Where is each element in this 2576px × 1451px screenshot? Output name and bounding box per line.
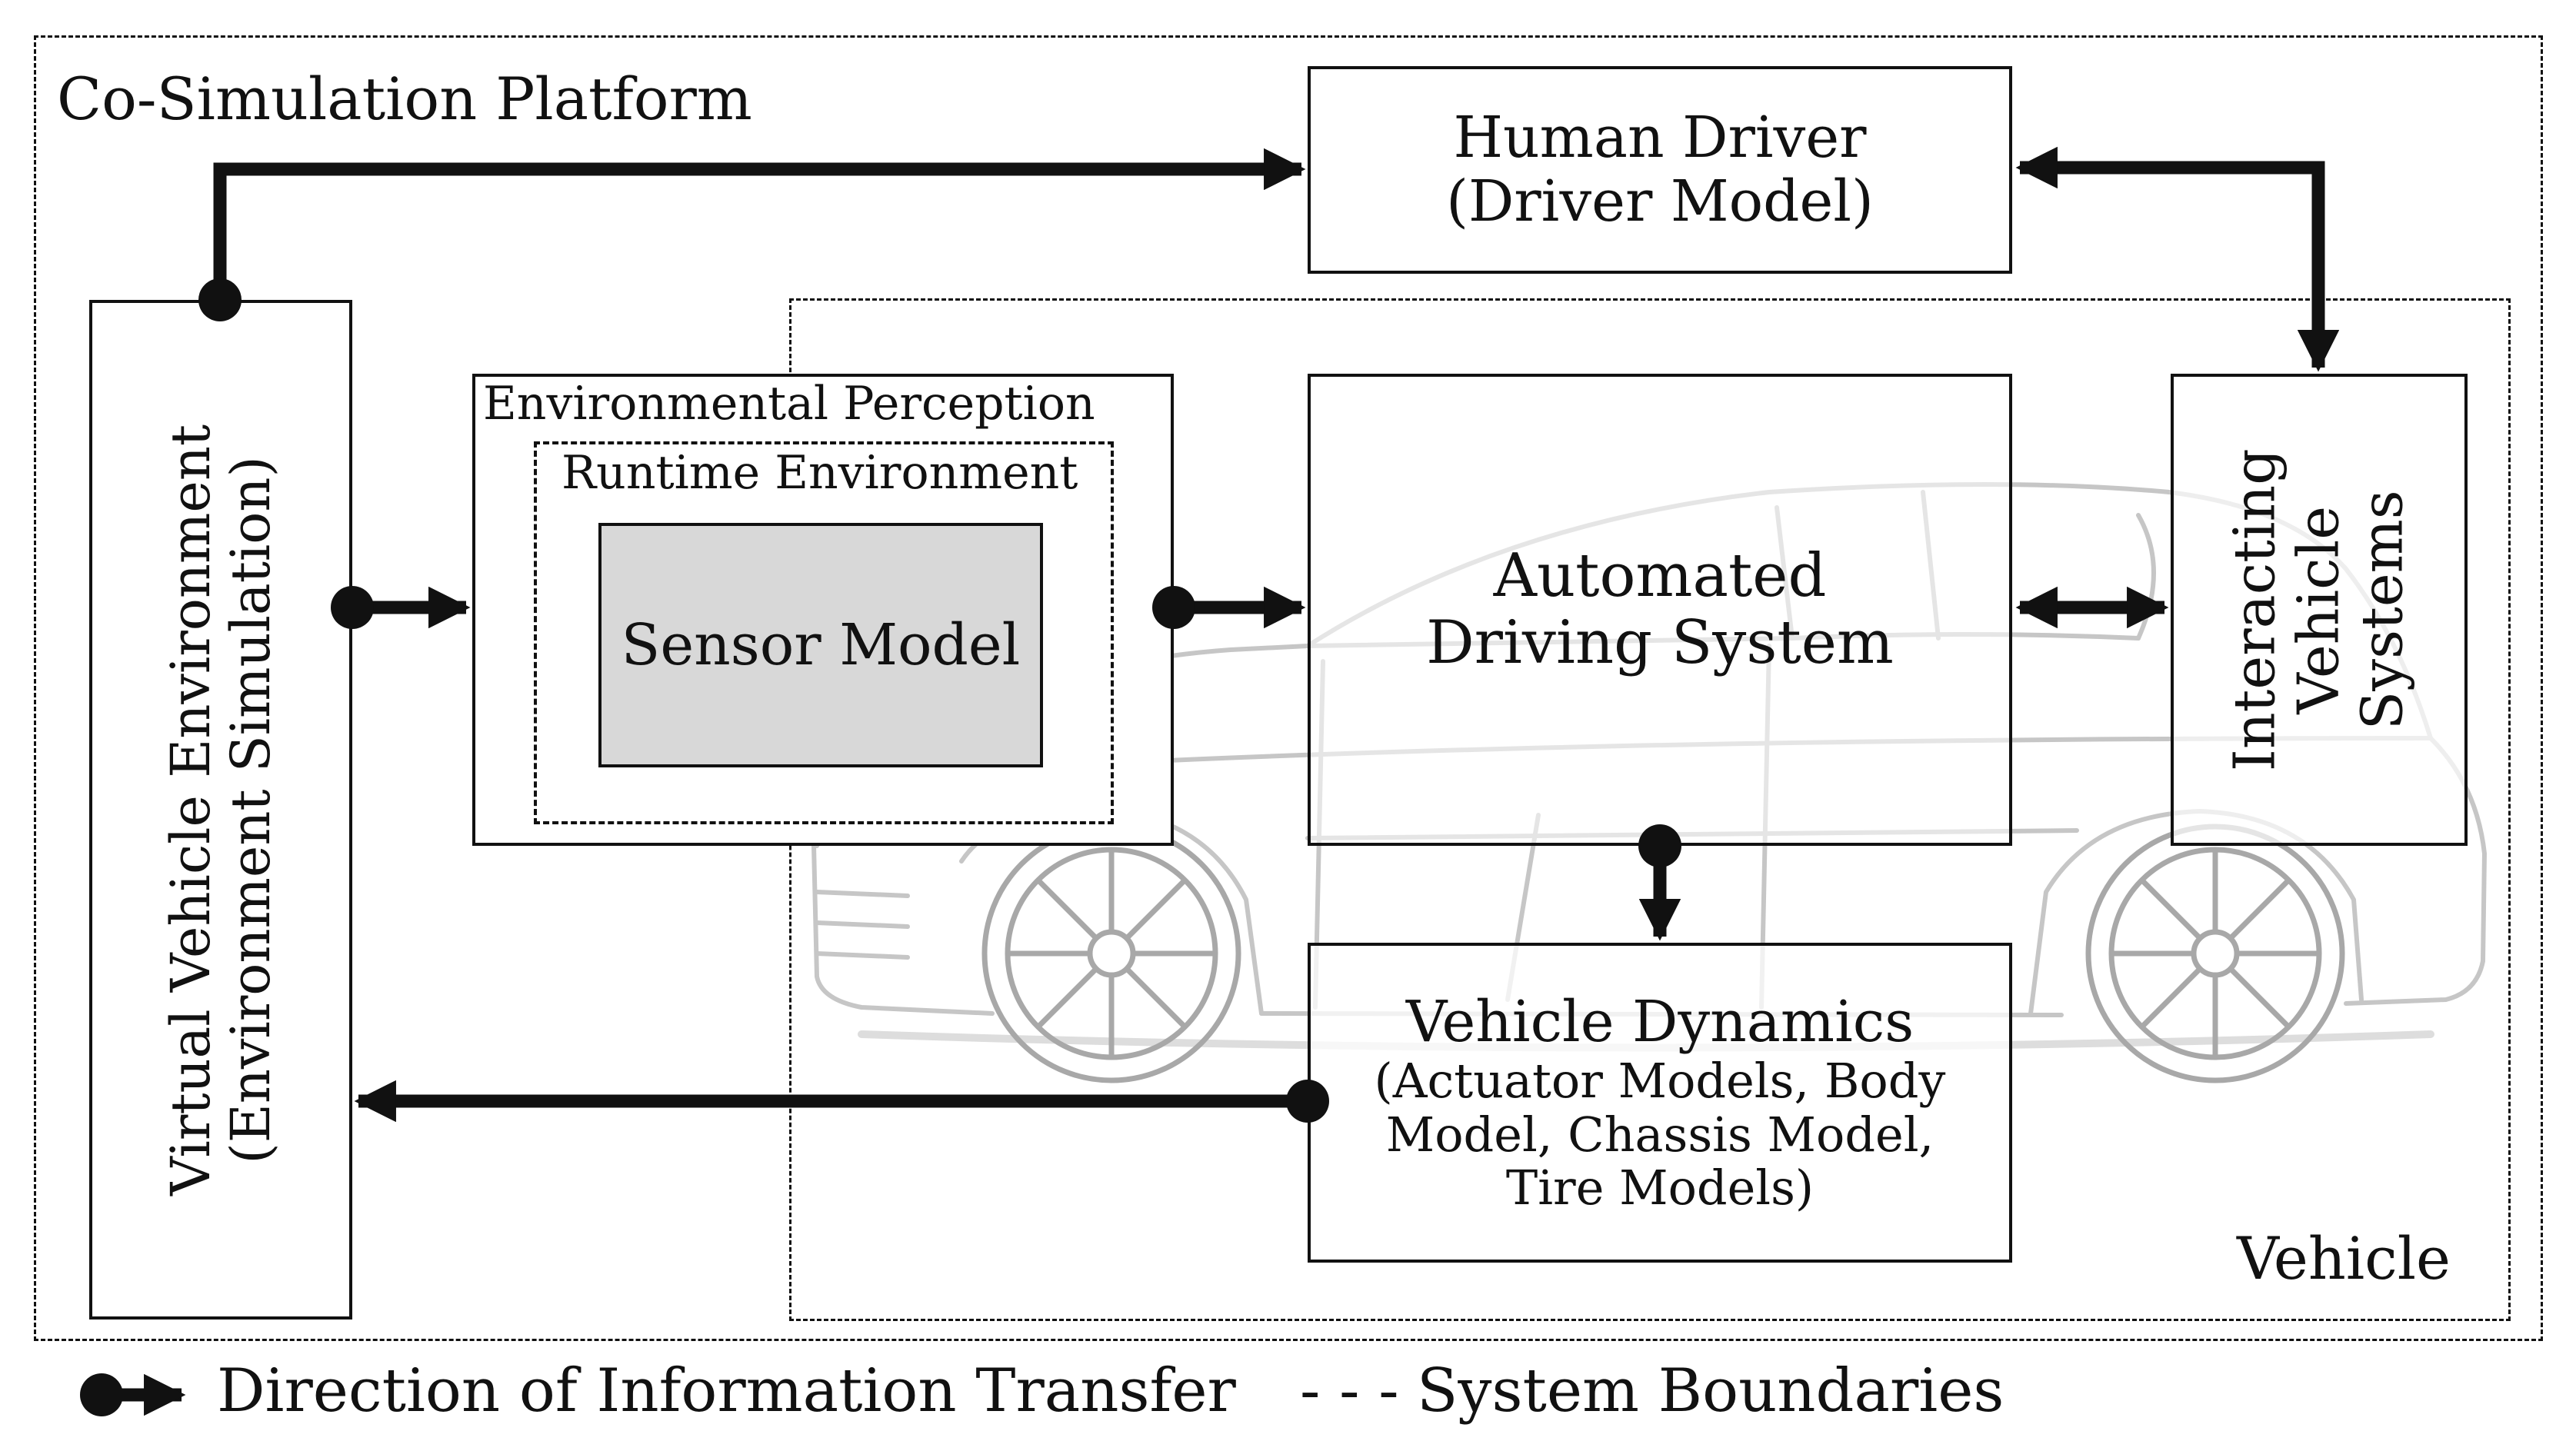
arrow-driver-interacting: [2015, 146, 2340, 372]
runtime-environment-title: Runtime Environment: [562, 446, 1078, 500]
sensor-model-label: Sensor Model: [621, 611, 1021, 678]
vehicle-dynamics-line2: Model, Chassis Model,: [1385, 1106, 1934, 1163]
vehicle-boundary-label: Vehicle: [2237, 1224, 2451, 1293]
vehicle-dynamics-line3: Tire Models): [1505, 1160, 1815, 1216]
human-driver-subtitle: (Driver Model): [1446, 168, 1874, 235]
origin-dot-env-right: [331, 586, 374, 629]
vehicle-dynamics-box: Vehicle Dynamics (Actuator Models, Body …: [1308, 943, 2012, 1263]
legend-dash-icon: - - -: [1300, 1356, 1399, 1426]
legend-arrow-icon: [80, 1373, 186, 1416]
ads-title-line1: Automated: [1493, 541, 1827, 611]
human-driver-title: Human Driver: [1453, 105, 1867, 171]
sensor-model-box: Sensor Model: [598, 523, 1043, 767]
arrow-env-to-driver: [213, 148, 1306, 300]
human-driver-box: Human Driver (Driver Model): [1308, 66, 2012, 274]
virtual-vehicle-environment-box: [89, 300, 352, 1320]
ads-title-line2: Driving System: [1426, 608, 1894, 677]
origin-dot-dynamics-left: [1286, 1080, 1329, 1123]
runtime-environment-boundary: [534, 441, 1114, 824]
legend-dash-label: System Boundaries: [1417, 1356, 2004, 1426]
automated-driving-system-box: Automated Driving System: [1308, 374, 2012, 846]
vehicle-dynamics-title: Vehicle Dynamics: [1405, 989, 1915, 1056]
interacting-vehicle-systems-box: [2171, 374, 2468, 846]
platform-title: Co-Simulation Platform: [57, 65, 752, 133]
origin-dot-ads-bottom: [1638, 824, 1681, 867]
origin-dot-perception-right: [1152, 586, 1195, 629]
co-simulation-platform-boundary: [34, 35, 2543, 1341]
environmental-perception-title: Environmental Perception: [483, 377, 1095, 431]
legend-arrow-label: Direction of Information Transfer: [217, 1356, 1236, 1426]
vehicle-dynamics-line1: (Actuator Models, Body: [1374, 1053, 1946, 1110]
origin-dot-env-top: [198, 278, 242, 321]
